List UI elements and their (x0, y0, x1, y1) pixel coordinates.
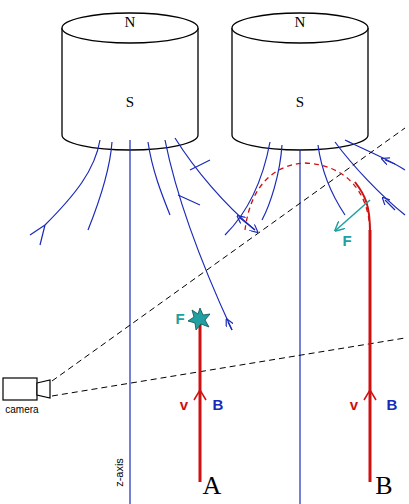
velocity-label: v (180, 397, 188, 412)
pole-label: S (296, 95, 304, 110)
field-line (225, 140, 405, 235)
camera-label: camera (5, 405, 38, 415)
magnet (62, 13, 368, 150)
field-label: B (387, 397, 398, 412)
velocity-label: v (350, 397, 358, 412)
pole-label: N (125, 15, 136, 30)
panel-letter: B (375, 473, 392, 499)
field-line (30, 138, 255, 330)
pole-label: S (126, 95, 134, 110)
force-label: F (342, 233, 351, 248)
force-label: F (175, 311, 184, 326)
panel-letter: A (203, 473, 222, 499)
circular-path (245, 163, 370, 230)
axis-label: z-axis (113, 458, 124, 487)
camera-symbol (3, 378, 50, 400)
pole-label: N (295, 15, 306, 30)
field-label: B (213, 397, 224, 412)
collision-star (188, 308, 210, 330)
